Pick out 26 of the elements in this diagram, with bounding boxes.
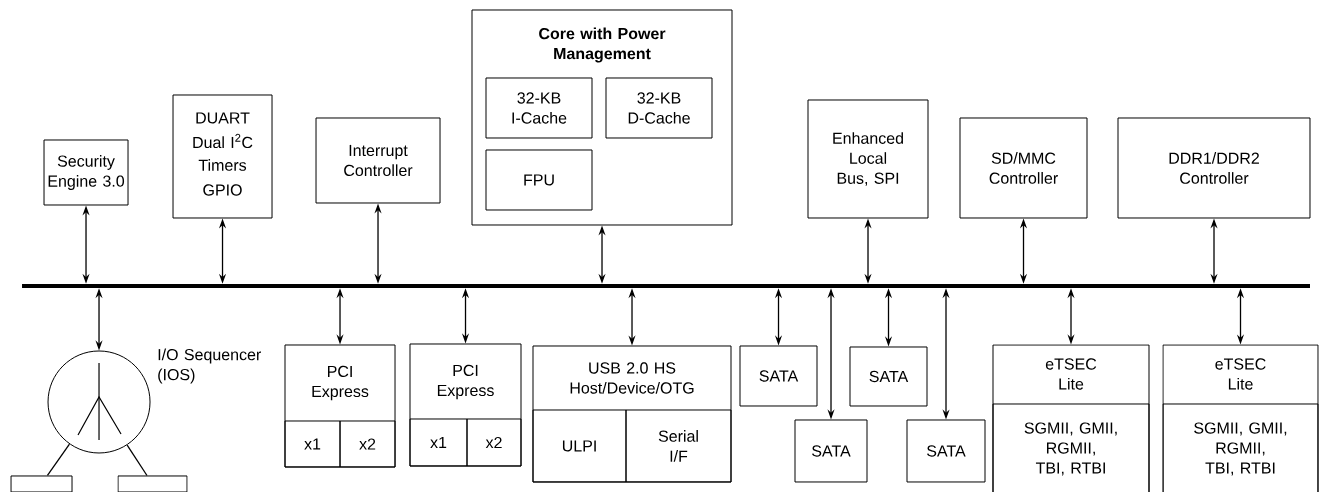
sub-block-box: x1 <box>409 418 468 467</box>
block-box: Security Engine 3.0 <box>43 139 129 206</box>
block-box: SATA <box>849 346 928 407</box>
connector-line <box>46 443 71 477</box>
block-box <box>117 475 188 492</box>
sub-block-box: SGMII, GMII, RGMII, TBI, RTBI <box>1162 403 1319 492</box>
connector-line <box>126 444 148 477</box>
sub-block-box: x2 <box>339 420 396 468</box>
block-box: DDR1/DDR2 Controller <box>1117 117 1311 219</box>
block-box: SATA <box>906 419 986 483</box>
block-box: SD/MMC Controller <box>959 117 1088 219</box>
block-box: Interrupt Controller <box>315 117 441 204</box>
block-box: DUART Dual I$^{2}$C Timers GPIO <box>172 94 273 219</box>
block-box: SATA <box>739 345 818 407</box>
node-caption: I/O Sequencer (IOS) <box>158 348 261 384</box>
block-box: SATA <box>794 419 868 483</box>
sub-block-box: x1 <box>284 420 341 468</box>
sub-block-box: FPU <box>485 149 593 211</box>
sub-block-box: Serial I/F <box>625 409 732 483</box>
sub-block-box: SGMII, GMII, RGMII, TBI, RTBI <box>992 403 1150 492</box>
sub-block-box: x2 <box>466 418 522 467</box>
block-box <box>10 475 73 492</box>
sub-block-box: 32-KB I-Cache <box>485 77 593 139</box>
sub-block-box: 32-KB D-Cache <box>605 77 713 139</box>
block-box: Enhanced Local Bus, SPI <box>807 99 929 219</box>
sub-block-box: ULPI <box>532 409 627 483</box>
